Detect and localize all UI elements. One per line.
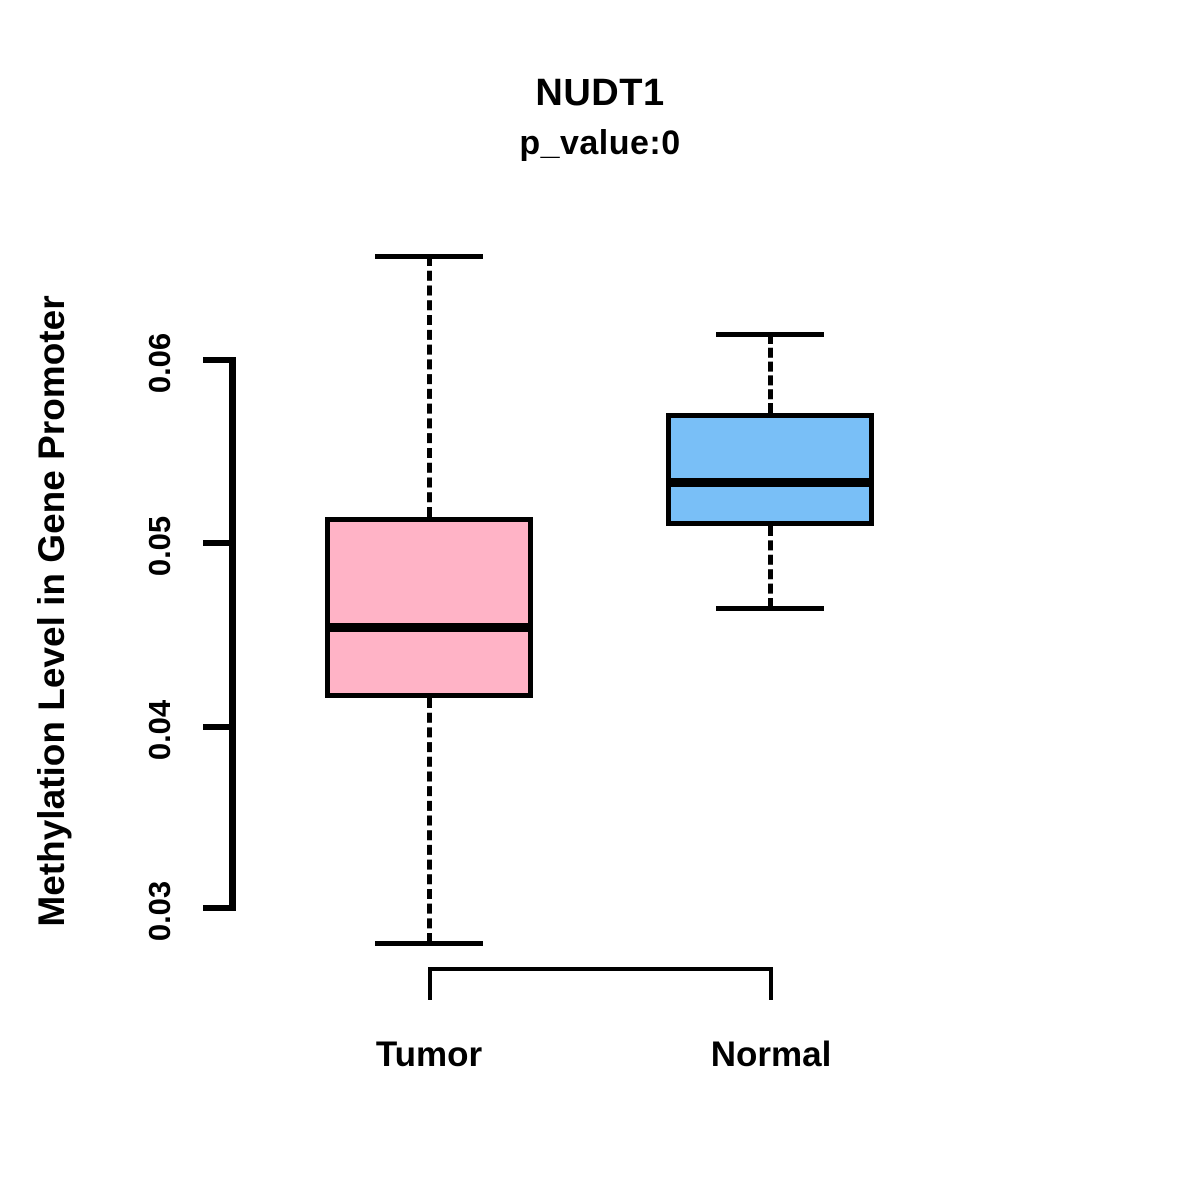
x-axis-label-normal: Normal — [710, 1035, 832, 1074]
y-axis-tick-0.04 — [203, 724, 236, 730]
box-normal — [666, 412, 874, 527]
chart-title: NUDT1 — [535, 72, 665, 114]
whisker-cap-upper-normal — [716, 332, 824, 338]
box-tumor — [325, 517, 533, 698]
y-axis-label-0.04: 0.04 — [142, 699, 177, 761]
y-axis-line — [229, 357, 236, 911]
whisker-lower-tumor — [427, 697, 432, 943]
x-axis-end-tick-left — [428, 967, 432, 1000]
y-axis-label-0.05: 0.05 — [142, 515, 177, 577]
chart-subtitle-pvalue: p_value:0 — [519, 124, 681, 162]
y-axis-label-0.03: 0.03 — [142, 880, 177, 942]
whisker-cap-upper-tumor — [375, 253, 483, 259]
y-axis-tick-0.06 — [203, 357, 236, 363]
y-axis-tick-0.03 — [203, 905, 236, 911]
x-axis-line — [428, 967, 773, 971]
median-line-normal — [666, 478, 874, 488]
whisker-upper-tumor — [427, 255, 432, 518]
y-axis-title: Methylation Level in Gene Promoter — [31, 295, 72, 927]
whisker-lower-normal — [768, 526, 773, 609]
x-axis-end-tick-right — [769, 967, 773, 1000]
y-axis-tick-0.05 — [203, 540, 236, 546]
whisker-upper-normal — [768, 334, 773, 413]
median-line-tumor — [325, 622, 533, 632]
whisker-cap-lower-normal — [716, 606, 824, 612]
y-axis-label-0.06: 0.06 — [142, 332, 177, 394]
x-axis-label-tumor: Tumor — [375, 1035, 483, 1074]
whisker-cap-lower-tumor — [375, 940, 483, 946]
